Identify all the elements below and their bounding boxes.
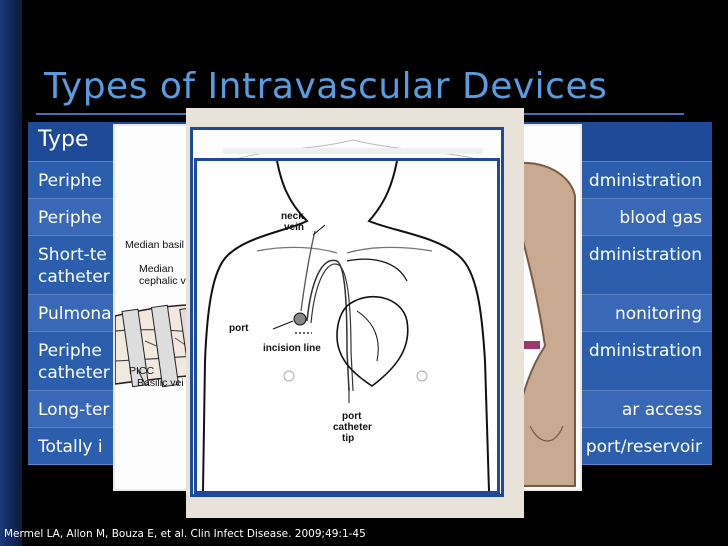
citation: Mermel LA, Allon M, Bouza E, et al. Clin… [4,528,366,540]
label-incision-line: incision line [263,343,321,354]
svg-text:Median cephalic vei: Median cephalic vei [139,263,194,287]
left-accent-bar [0,0,22,546]
label-port: port [229,323,249,334]
label-median-basilic: Median basil [125,239,184,251]
label-basilic-vein: Basilic vei [137,377,184,389]
label-picc: PICC [129,365,155,377]
slide-title: Types of Intravascular Devices [44,66,608,107]
